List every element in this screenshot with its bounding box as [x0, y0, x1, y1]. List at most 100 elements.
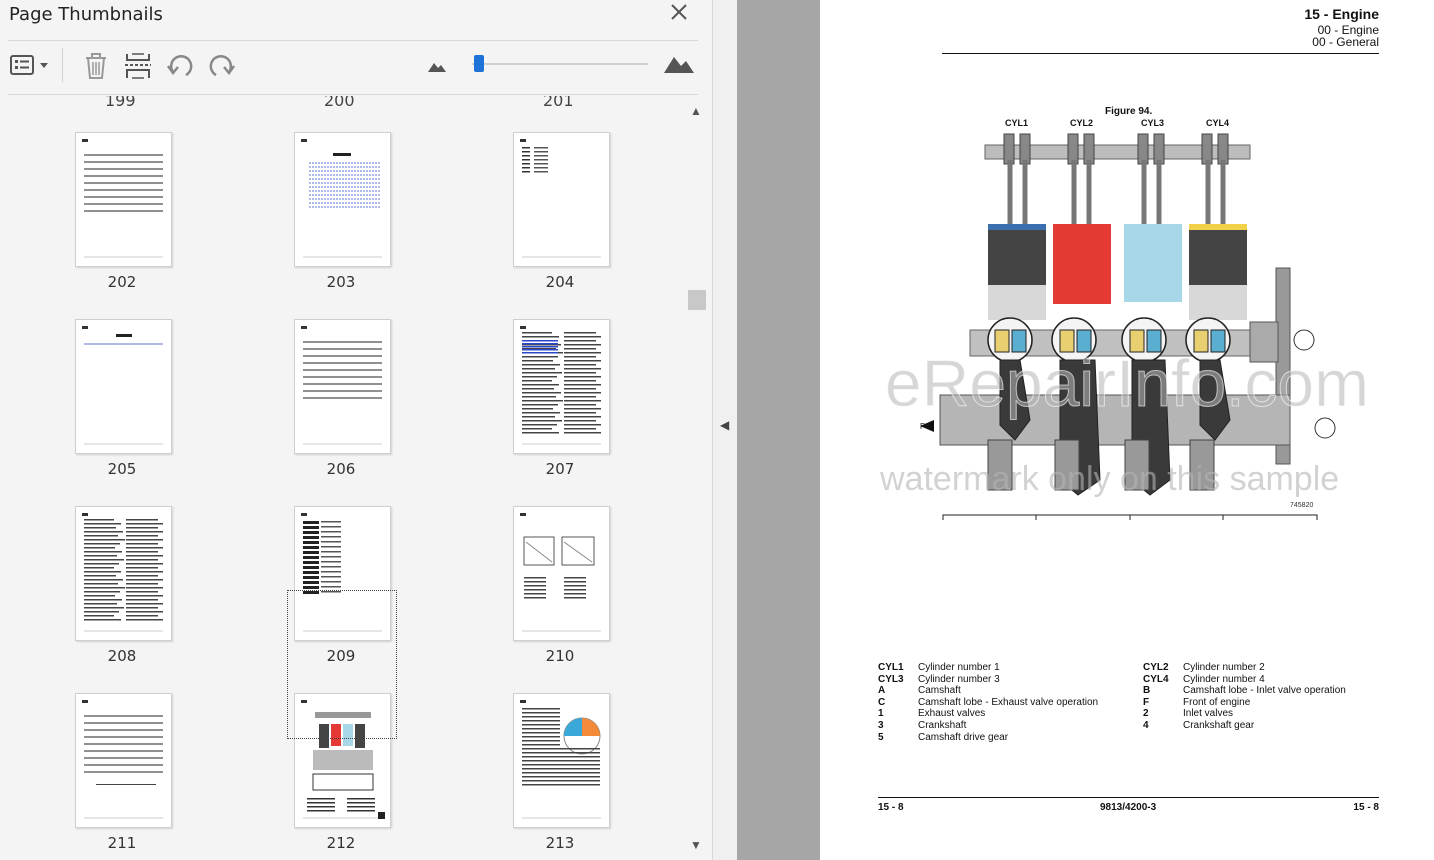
legend-value: Cylinder number 1: [918, 662, 1000, 673]
legend-key: C: [878, 697, 886, 708]
zoom-in-button[interactable]: [662, 48, 696, 84]
thumbnail-page-number: 207: [545, 460, 575, 478]
extract-pages-button[interactable]: [122, 48, 154, 84]
label-f: F: [920, 422, 925, 431]
legend-entry: 1 Exhaust valves: [878, 708, 985, 720]
delete-pages-button[interactable]: [80, 48, 112, 84]
page-thumbnail[interactable]: [75, 693, 172, 828]
cyl-label-3: CYL3: [1141, 118, 1165, 128]
close-panel-button[interactable]: [666, 0, 692, 26]
page-thumbnail[interactable]: [513, 132, 610, 267]
title-divider: [8, 40, 698, 41]
legend-entry: 2 Inlet valves: [1143, 708, 1233, 720]
page-thumbnail[interactable]: [75, 132, 172, 267]
page-thumbnail[interactable]: [294, 132, 391, 267]
scroll-up-arrow-icon[interactable]: ▲: [690, 104, 702, 118]
thumbnail-page-number: 210: [545, 647, 575, 665]
legend-entry: A Camshaft: [878, 685, 961, 697]
panel-title: Page Thumbnails: [9, 4, 163, 25]
rotate-left-button[interactable]: [164, 48, 196, 84]
document-page: 15 - Engine 00 - Engine 00 - General Fig…: [820, 0, 1434, 860]
zoom-out-button[interactable]: [426, 48, 448, 84]
watermark-notice: watermark only on this sample: [880, 460, 1340, 498]
legend-entry: 5 Camshaft drive gear: [878, 732, 1008, 744]
cyl-label-4: CYL4: [1206, 118, 1230, 128]
engine-cutaway-figure: F: [920, 133, 1336, 520]
legend-value: Camshaft drive gear: [918, 732, 1009, 743]
page-thumbnail[interactable]: [513, 319, 610, 454]
rotate-right-button[interactable]: [206, 48, 238, 84]
toolbar-bottom-divider: [8, 94, 698, 95]
legend-entry: C Camshaft lobe - Exhaust valve operation: [878, 697, 1098, 709]
options-button[interactable]: [8, 48, 52, 84]
page-thumbnail[interactable]: [294, 693, 391, 828]
figure-title: Figure 94.: [1105, 106, 1153, 117]
footer-page-left: 15 - 8: [878, 802, 904, 813]
extract-pages-icon: [125, 53, 151, 79]
rotate-left-icon: [166, 55, 193, 77]
legend-key: 2: [1143, 708, 1149, 719]
legend-key: A: [878, 685, 886, 696]
cut-page-label: 200: [324, 96, 355, 110]
panel-splitter[interactable]: [712, 0, 738, 860]
thumbnail-page-number: 209: [326, 647, 356, 665]
page-thumbnail[interactable]: [75, 506, 172, 641]
thumbnail-page-number: 212: [326, 834, 356, 852]
footer-rule: [878, 797, 1379, 798]
cyl-label-1: CYL1: [1005, 118, 1029, 128]
thumbnail-page-number: 213: [545, 834, 575, 852]
header-rule: [942, 53, 1379, 54]
cut-page-label: 201: [543, 96, 574, 110]
toolbar-divider: [62, 48, 63, 82]
legend-key: CYL3: [878, 674, 904, 685]
legend-key: F: [1143, 697, 1150, 708]
legend-value: Inlet valves: [1183, 708, 1234, 719]
thumbnail-page-number: 203: [326, 273, 356, 291]
scroll-down-arrow-icon[interactable]: ▼: [690, 838, 702, 852]
legend-value: Camshaft lobe - Exhaust valve operation: [918, 697, 1099, 708]
legend-value: Cylinder number 4: [1183, 674, 1265, 685]
legend-value: Camshaft lobe - Inlet valve operation: [1183, 685, 1346, 696]
cyl-label-2: CYL2: [1070, 118, 1094, 128]
thumbnail-scrollbar[interactable]: [686, 96, 708, 860]
cut-page-label: 199: [105, 96, 136, 110]
thumbnail-page-number: 208: [107, 647, 137, 665]
section-title: 15 - Engine: [1304, 6, 1379, 22]
legend-value: Camshaft: [918, 685, 961, 696]
zoom-slider-handle[interactable]: [474, 55, 484, 72]
legend-entry: B Camshaft lobe - Inlet valve operation: [1143, 685, 1346, 697]
legend-value: Exhaust valves: [918, 708, 986, 719]
section-subtitle-1: 00 - Engine: [1317, 23, 1379, 37]
page-thumbnail[interactable]: [294, 506, 391, 641]
scrollbar-thumb[interactable]: [688, 290, 706, 310]
legend-key: B: [1143, 685, 1151, 696]
document-gutter: [737, 0, 820, 860]
thumbnail-page-number: 204: [545, 273, 575, 291]
page-thumbnail[interactable]: [513, 506, 610, 641]
page-thumbnail[interactable]: [513, 693, 610, 828]
legend-value: Crankshaft gear: [1183, 720, 1255, 731]
options-menu-icon: [10, 55, 48, 75]
thumbnail-page-number: 202: [107, 273, 137, 291]
legend-key: 1: [878, 708, 884, 719]
zoom-slider-track[interactable]: [472, 63, 648, 65]
page-thumbnail[interactable]: [294, 319, 391, 454]
thumbnail-page-number: 206: [326, 460, 356, 478]
legend-key: 4: [1143, 720, 1149, 731]
page-thumbnail[interactable]: [75, 319, 172, 454]
selected-thumbnail-outline: [287, 590, 397, 739]
footer-doc-number: 9813/4200-3: [1100, 802, 1157, 813]
thumbnail-page-number: 205: [107, 460, 137, 478]
rotate-right-icon: [209, 55, 236, 77]
legend-key: 3: [878, 720, 884, 731]
zoom-in-mountain-icon: [664, 57, 694, 73]
legend-key: 5: [878, 732, 884, 743]
collapse-panel-arrow-icon[interactable]: ◀: [720, 418, 730, 432]
legend-key: CYL2: [1143, 662, 1169, 673]
